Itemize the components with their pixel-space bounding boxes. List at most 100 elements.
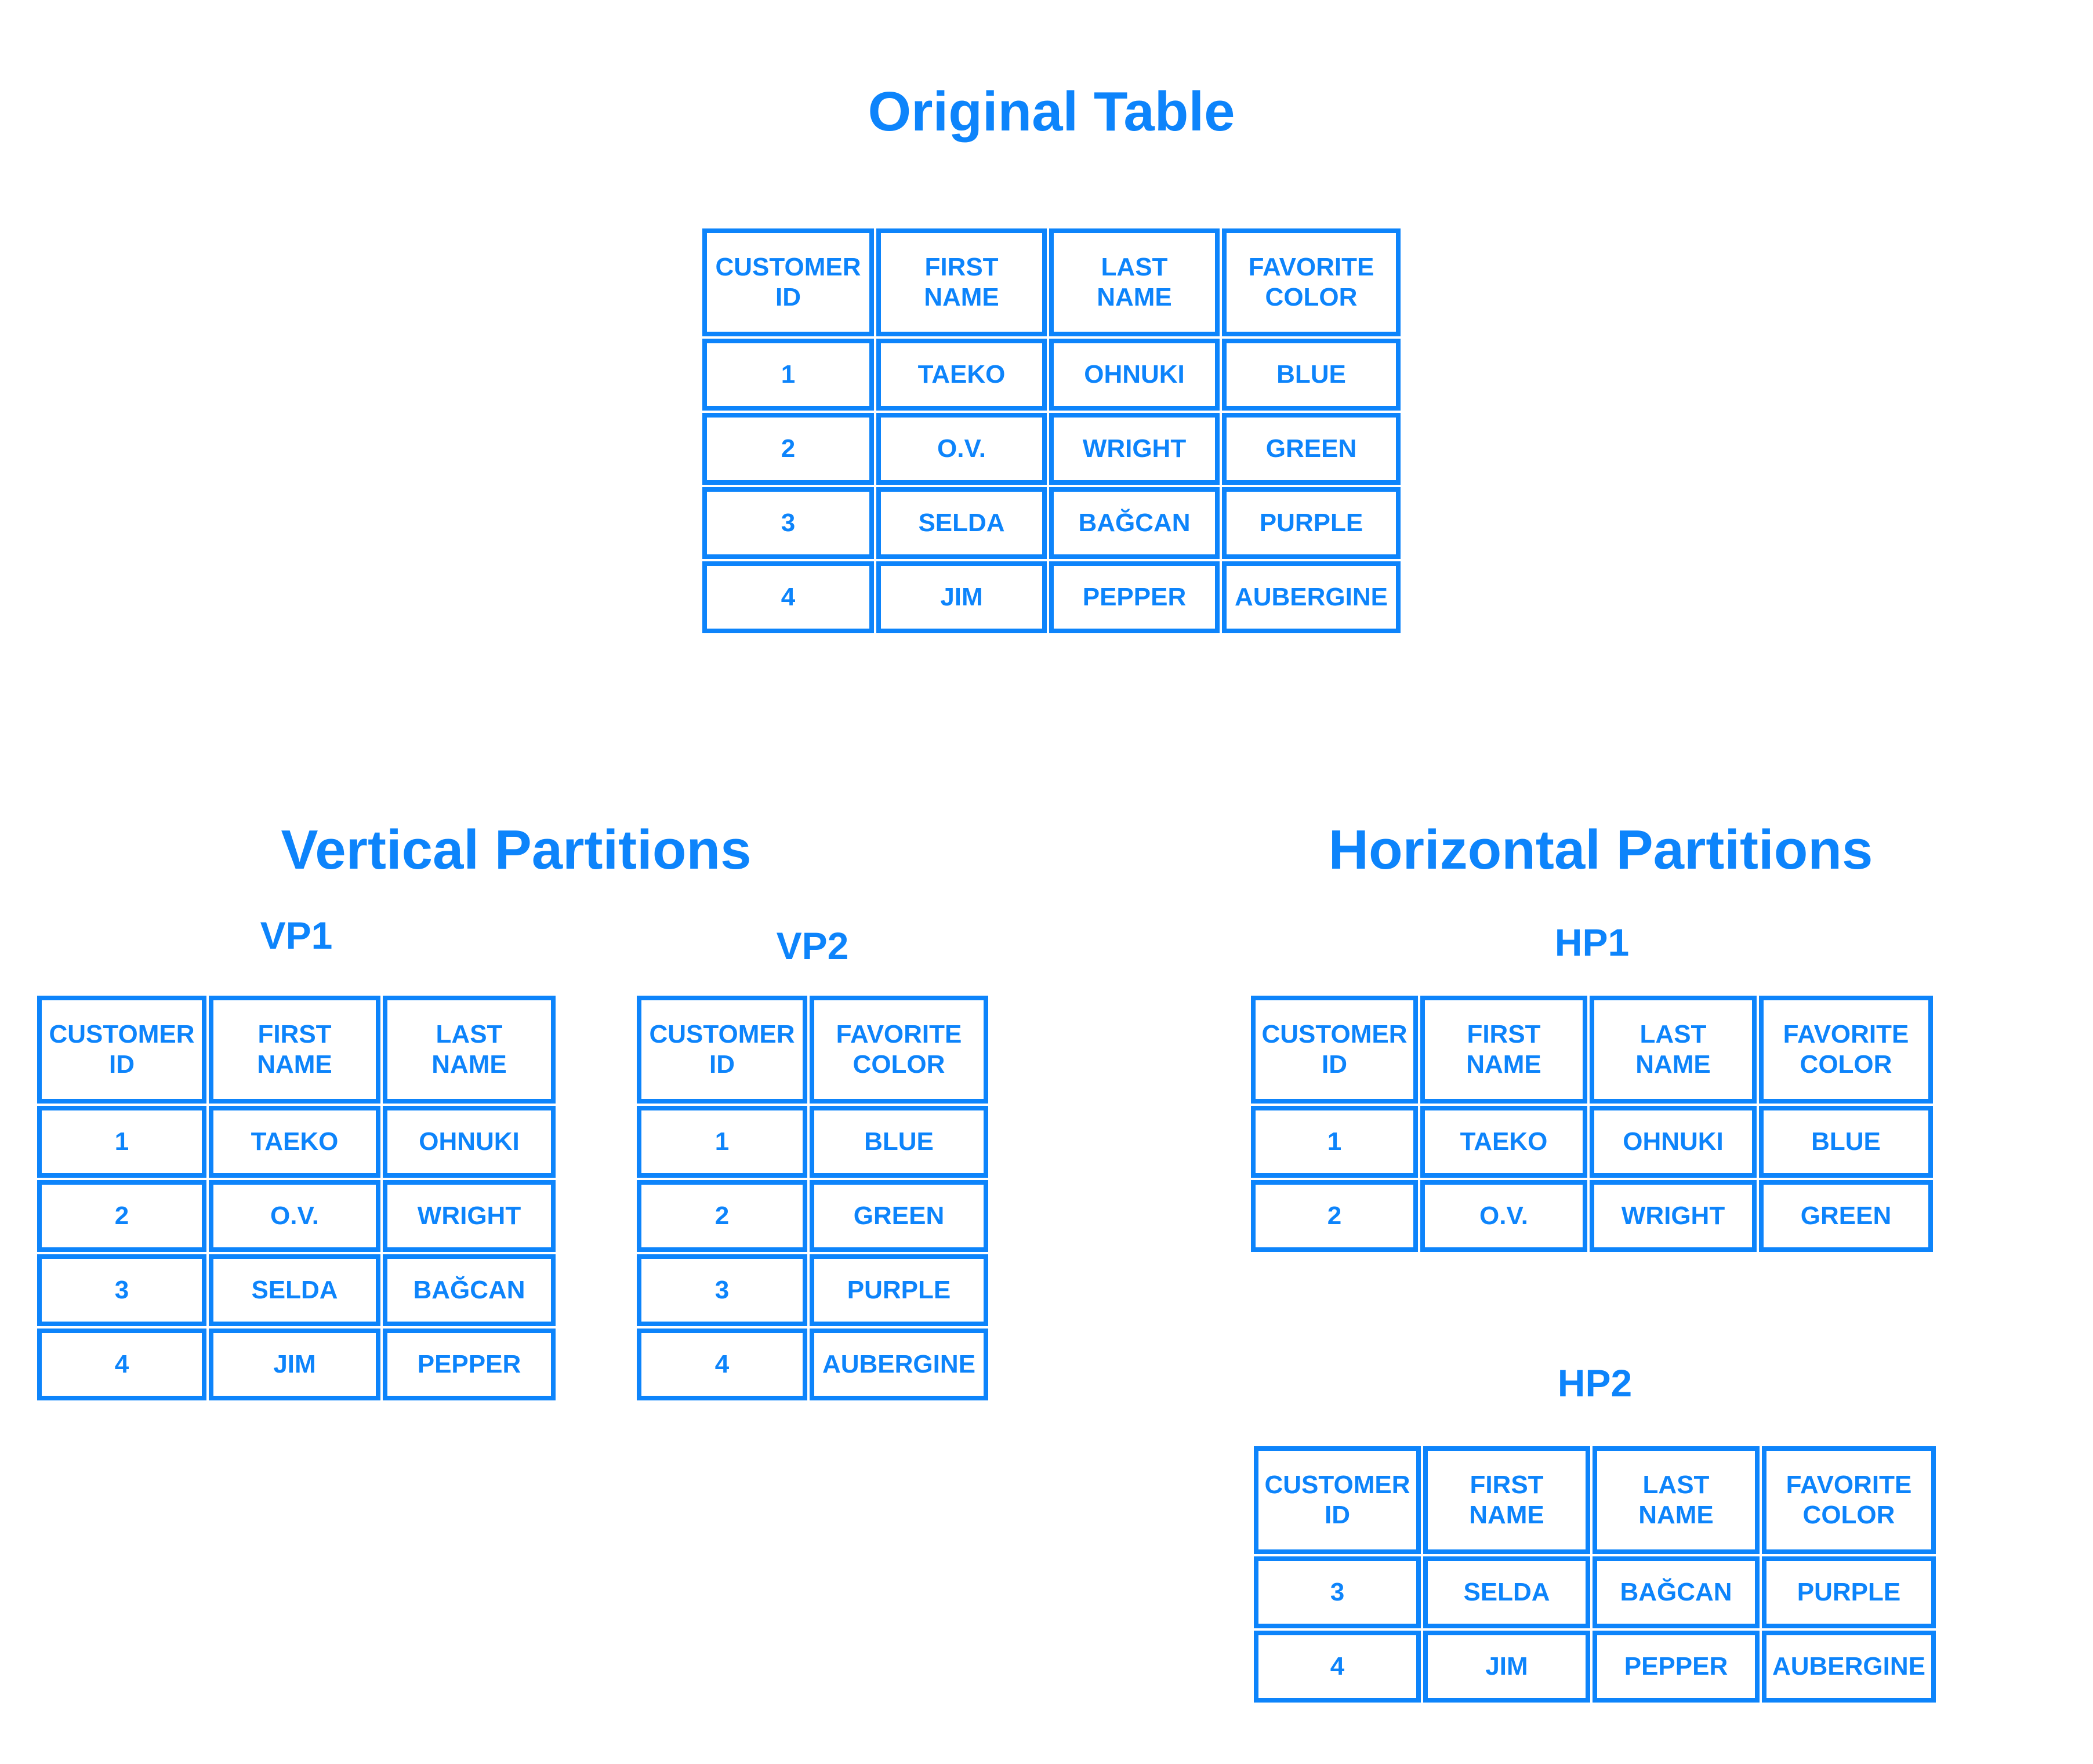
- table-cell: PURPLE: [810, 1254, 988, 1326]
- table-cell: BLUE: [810, 1106, 988, 1178]
- table-cell: BAĞCAN: [1049, 487, 1220, 559]
- header-line: NAME: [1466, 1050, 1541, 1079]
- table-cell: 1: [1251, 1106, 1418, 1178]
- table-row: 1 TAEKO OHNUKI BLUE: [702, 339, 1401, 411]
- table-row: 1 TAEKO OHNUKI BLUE: [1251, 1106, 1933, 1178]
- header-line: COLOR: [853, 1050, 945, 1079]
- hp2-label: HP2: [1557, 1362, 1633, 1404]
- original-table-title: Original Table: [868, 81, 1235, 143]
- table-cell: O.V.: [209, 1180, 380, 1252]
- vp2-label: VP2: [776, 924, 849, 967]
- table-row: 4 JIM PEPPER AUBERGINE: [702, 561, 1401, 633]
- table-cell: OHNUKI: [1049, 339, 1220, 411]
- header-cell: FAVORITE COLOR: [1762, 1446, 1936, 1554]
- table-cell: 4: [1254, 1631, 1421, 1703]
- table-row: 2 GREEN: [637, 1180, 988, 1252]
- table-cell: PEPPER: [1049, 561, 1220, 633]
- header-line: COLOR: [1265, 283, 1358, 311]
- table-cell: TAEKO: [1420, 1106, 1587, 1178]
- table-row: 2 O.V. WRIGHT: [37, 1180, 556, 1252]
- header-cell: CUSTOMER ID: [37, 996, 206, 1104]
- header-line: NAME: [1635, 1050, 1711, 1079]
- vp1-table: CUSTOMER ID FIRST NAME LAST NAME 1 TAEKO…: [35, 993, 558, 1403]
- table-cell: 3: [702, 487, 874, 559]
- header-line: FAVORITE: [1248, 253, 1374, 282]
- table-cell: 2: [702, 413, 874, 485]
- header-line: COLOR: [1802, 1501, 1895, 1529]
- table-row: 3 SELDA BAĞCAN: [37, 1254, 556, 1326]
- header-line: NAME: [1638, 1501, 1714, 1529]
- header-cell: CUSTOMER ID: [1251, 996, 1418, 1104]
- table-row: 3 PURPLE: [637, 1254, 988, 1326]
- hp2-table: CUSTOMER ID FIRST NAME LAST NAME FAVORIT…: [1252, 1444, 1938, 1705]
- header-line: LAST: [1642, 1471, 1710, 1500]
- header-cell: CUSTOMER ID: [1254, 1446, 1421, 1554]
- header-line: FAVORITE: [1786, 1471, 1912, 1500]
- vertical-partitions-title: Vertical Partitions: [281, 819, 752, 881]
- header-line: FAVORITE: [1783, 1020, 1909, 1049]
- hp1-table: CUSTOMER ID FIRST NAME LAST NAME FAVORIT…: [1249, 993, 1935, 1254]
- table-cell: BLUE: [1222, 339, 1401, 411]
- table-cell: WRIGHT: [383, 1180, 556, 1252]
- header-line: FIRST: [1470, 1471, 1544, 1500]
- header-line: NAME: [1469, 1501, 1544, 1529]
- header-cell: FIRST NAME: [1420, 996, 1587, 1104]
- vp2-header-row: CUSTOMER ID FAVORITE COLOR: [637, 996, 988, 1104]
- table-cell: 2: [1251, 1180, 1418, 1252]
- header-line: CUSTOMER: [49, 1020, 195, 1049]
- table-cell: O.V.: [1420, 1180, 1587, 1252]
- table-cell: 4: [37, 1329, 206, 1400]
- header-line: ID: [775, 283, 801, 311]
- header-line: FIRST: [257, 1020, 332, 1049]
- header-cell: CUSTOMER ID: [637, 996, 807, 1104]
- table-row: 3 SELDA BAĞCAN PURPLE: [702, 487, 1401, 559]
- table-cell: GREEN: [810, 1180, 988, 1252]
- header-line: CUSTOMER: [1264, 1471, 1410, 1500]
- vp1-header-row: CUSTOMER ID FIRST NAME LAST NAME: [37, 996, 556, 1104]
- table-cell: WRIGHT: [1049, 413, 1220, 485]
- table-row: 2 O.V. WRIGHT GREEN: [1251, 1180, 1933, 1252]
- horizontal-partitions-title: Horizontal Partitions: [1328, 819, 1873, 881]
- table-cell: 2: [637, 1180, 807, 1252]
- table-cell: 3: [1254, 1556, 1421, 1628]
- table-cell: TAEKO: [209, 1106, 380, 1178]
- header-cell: FAVORITE COLOR: [1222, 228, 1401, 336]
- header-line: NAME: [1097, 283, 1172, 311]
- header-cell: LAST NAME: [1590, 996, 1757, 1104]
- table-row: 4 JIM PEPPER AUBERGINE: [1254, 1631, 1936, 1703]
- header-line: CUSTOMER: [715, 253, 861, 282]
- header-cell: FAVORITE COLOR: [1759, 996, 1933, 1104]
- table-cell: O.V.: [876, 413, 1047, 485]
- table-row: 1 BLUE: [637, 1106, 988, 1178]
- table-cell: 1: [37, 1106, 206, 1178]
- header-cell: LAST NAME: [1593, 1446, 1760, 1554]
- vp2-table: CUSTOMER ID FAVORITE COLOR 1 BLUE 2 GREE…: [634, 993, 991, 1403]
- table-cell: BAĞCAN: [383, 1254, 556, 1326]
- table-cell: 3: [637, 1254, 807, 1326]
- table-cell: AUBERGINE: [1762, 1631, 1936, 1703]
- vp1-label: VP1: [260, 914, 333, 957]
- header-line: NAME: [924, 283, 999, 311]
- table-cell: 4: [637, 1329, 807, 1400]
- hp2-header-row: CUSTOMER ID FIRST NAME LAST NAME FAVORIT…: [1254, 1446, 1936, 1554]
- header-line: ID: [709, 1050, 735, 1079]
- table-cell: SELDA: [1423, 1556, 1590, 1628]
- header-line: ID: [1322, 1050, 1347, 1079]
- table-cell: PURPLE: [1222, 487, 1401, 559]
- table-cell: JIM: [1423, 1631, 1590, 1703]
- table-cell: PEPPER: [1593, 1631, 1760, 1703]
- table-row: 3 SELDA BAĞCAN PURPLE: [1254, 1556, 1936, 1628]
- table-cell: AUBERGINE: [810, 1329, 988, 1400]
- header-cell: FIRST NAME: [876, 228, 1047, 336]
- table-cell: PURPLE: [1762, 1556, 1936, 1628]
- header-line: ID: [1325, 1501, 1350, 1529]
- header-line: FIRST: [1467, 1020, 1541, 1049]
- table-cell: BLUE: [1759, 1106, 1933, 1178]
- header-cell: CUSTOMER ID: [702, 228, 874, 336]
- original-header-row: CUSTOMER ID FIRST NAME LAST NAME FAVORIT…: [702, 228, 1401, 336]
- table-cell: TAEKO: [876, 339, 1047, 411]
- header-cell: LAST NAME: [1049, 228, 1220, 336]
- table-row: 2 O.V. WRIGHT GREEN: [702, 413, 1401, 485]
- table-cell: 3: [37, 1254, 206, 1326]
- table-cell: BAĞCAN: [1593, 1556, 1760, 1628]
